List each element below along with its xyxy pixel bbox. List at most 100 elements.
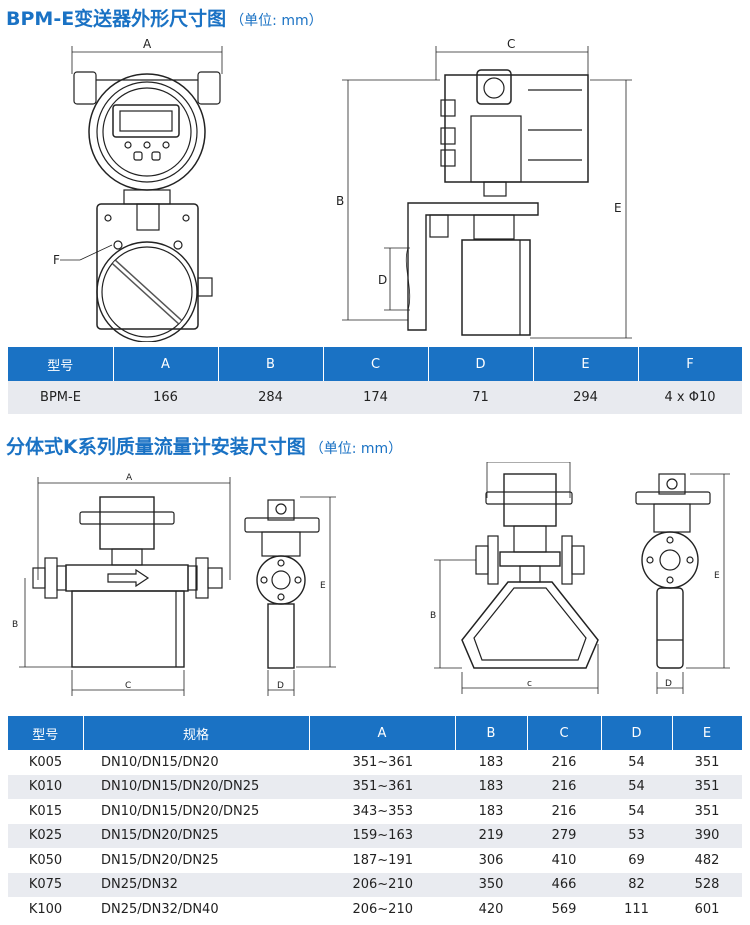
table-row: K005 DN10/DN15/DN20 351~361 183 216 54 351 bbox=[8, 750, 742, 775]
bpm-e-side-view bbox=[342, 46, 632, 339]
table-cell: 482 bbox=[694, 852, 720, 868]
header-cell: E bbox=[672, 716, 743, 750]
dim-label-a: A bbox=[143, 37, 152, 51]
k-large-front-view bbox=[434, 462, 599, 694]
table-cell: 351 bbox=[672, 774, 742, 799]
header-cell: D bbox=[428, 347, 534, 381]
header-cell: B bbox=[455, 716, 528, 750]
table-cell: DN15/DN20/DN25 bbox=[83, 823, 309, 848]
table-cell: 216 bbox=[527, 774, 601, 799]
table-cell: 111 bbox=[624, 901, 649, 917]
section2-title: 分体式K系列质量流量计安装尺寸图（单位: mm） bbox=[6, 432, 402, 459]
section1-title-text: BPM-E变送器外形尺寸图 bbox=[6, 8, 227, 30]
k-small-side-view bbox=[244, 496, 336, 696]
table-cell: 183 bbox=[455, 774, 527, 799]
table-cell: 82 bbox=[601, 872, 672, 897]
k-dim-label-c: C bbox=[125, 681, 131, 691]
table-cell: K010 bbox=[8, 774, 83, 799]
table-cell: 294 bbox=[533, 381, 638, 414]
header-cell: B bbox=[218, 347, 324, 381]
table-cell: DN25/DN32/DN40 bbox=[101, 901, 219, 917]
k-dim-label-e: E bbox=[320, 581, 326, 591]
table-cell: K025 bbox=[8, 823, 83, 848]
k-large-side-view bbox=[635, 473, 730, 694]
table-cell: 4 x Φ10 bbox=[638, 381, 742, 414]
table-cell: 187~191 bbox=[352, 852, 413, 868]
table-cell: K075 bbox=[8, 872, 83, 897]
table-cell: 279 bbox=[527, 823, 601, 848]
table-cell: 71 bbox=[428, 381, 533, 414]
table-cell: 54 bbox=[628, 803, 645, 819]
header-cell: 型号 bbox=[8, 716, 84, 750]
table-row: BPM-E 166 284 174 71 294 4 x Φ10 bbox=[8, 381, 742, 414]
header-cell: 规格 bbox=[83, 716, 310, 750]
table-cell: DN10/DN15/DN20/DN25 bbox=[83, 774, 309, 799]
table-cell: 206~210 bbox=[352, 901, 413, 917]
header-cell: E bbox=[533, 347, 639, 381]
table-cell: 569 bbox=[551, 901, 577, 917]
table-cell: 54 bbox=[628, 754, 645, 770]
table-cell: 166 bbox=[113, 381, 218, 414]
header-cell: A bbox=[309, 716, 456, 750]
header-cell: C bbox=[323, 347, 429, 381]
k-dim-label-d: D bbox=[277, 681, 284, 691]
bpm-e-drawing: A F C B D E bbox=[53, 37, 632, 342]
table-cell: 69 bbox=[628, 852, 645, 868]
table-cell: 343~353 bbox=[352, 803, 413, 819]
table-cell: 420 bbox=[478, 901, 504, 917]
table-cell: 183 bbox=[478, 803, 504, 819]
table-cell: DN25/DN32 bbox=[83, 872, 309, 897]
table-cell: 284 bbox=[218, 381, 323, 414]
k-small-front-view bbox=[19, 477, 231, 696]
table-cell: 206~210 bbox=[309, 872, 455, 897]
table-cell: 174 bbox=[323, 381, 428, 414]
k-large-dim-label-c: c bbox=[527, 679, 532, 689]
table-cell: 466 bbox=[527, 872, 601, 897]
k-large-dim-label-d: D bbox=[665, 679, 672, 689]
header-cell: C bbox=[527, 716, 602, 750]
table-cell: 351 bbox=[694, 754, 720, 770]
table-cell: 54 bbox=[601, 774, 672, 799]
k-series-spec-table: 型号 规格 A B C D E K005 DN10/DN15/DN20 351~36… bbox=[8, 716, 743, 922]
table-cell: DN15/DN20/DN25 bbox=[101, 852, 219, 868]
table-cell: 351~361 bbox=[309, 774, 455, 799]
k-dim-label-a: A bbox=[126, 473, 133, 483]
table-cell: 528 bbox=[672, 872, 742, 897]
k-dim-label-b: B bbox=[12, 620, 18, 630]
table-cell: 390 bbox=[672, 823, 742, 848]
header-cell: F bbox=[638, 347, 743, 381]
section2-unit: （单位: mm） bbox=[309, 441, 403, 457]
dim-label-d: D bbox=[378, 273, 387, 287]
table-cell: 351~361 bbox=[352, 754, 413, 770]
table-cell: 53 bbox=[601, 823, 672, 848]
bpm-e-spec-table: 型号 A B C D E F BPM-E 166 284 174 71 294 … bbox=[8, 347, 743, 414]
k-series-drawing: A B C D E A B c D E bbox=[12, 462, 730, 696]
table-cell: 350 bbox=[455, 872, 527, 897]
table-cell: K015 bbox=[28, 803, 63, 819]
section1-unit: （单位: mm） bbox=[230, 13, 323, 29]
dim-label-f: F bbox=[53, 253, 60, 267]
dim-label-c: C bbox=[507, 37, 515, 51]
section1-title: BPM-E变送器外形尺寸图（单位: mm） bbox=[6, 4, 323, 31]
table-cell: 183 bbox=[478, 754, 504, 770]
table-cell: 351 bbox=[694, 803, 720, 819]
table-cell: K005 bbox=[28, 754, 63, 770]
table-cell: 219 bbox=[455, 823, 527, 848]
bpm-e-front-view bbox=[60, 46, 223, 342]
table-cell: BPM-E bbox=[8, 381, 113, 414]
header-cell: D bbox=[601, 716, 673, 750]
header-cell: 型号 bbox=[8, 347, 114, 381]
k-large-dim-label-b: B bbox=[430, 611, 436, 621]
table-cell: DN10/DN15/DN20 bbox=[101, 754, 219, 770]
table-cell: 306 bbox=[478, 852, 504, 868]
table-cell: 410 bbox=[551, 852, 577, 868]
section2-title-text: 分体式K系列质量流量计安装尺寸图 bbox=[6, 436, 306, 458]
k-large-dim-label-e: E bbox=[714, 571, 720, 581]
table-cell: 216 bbox=[551, 754, 577, 770]
